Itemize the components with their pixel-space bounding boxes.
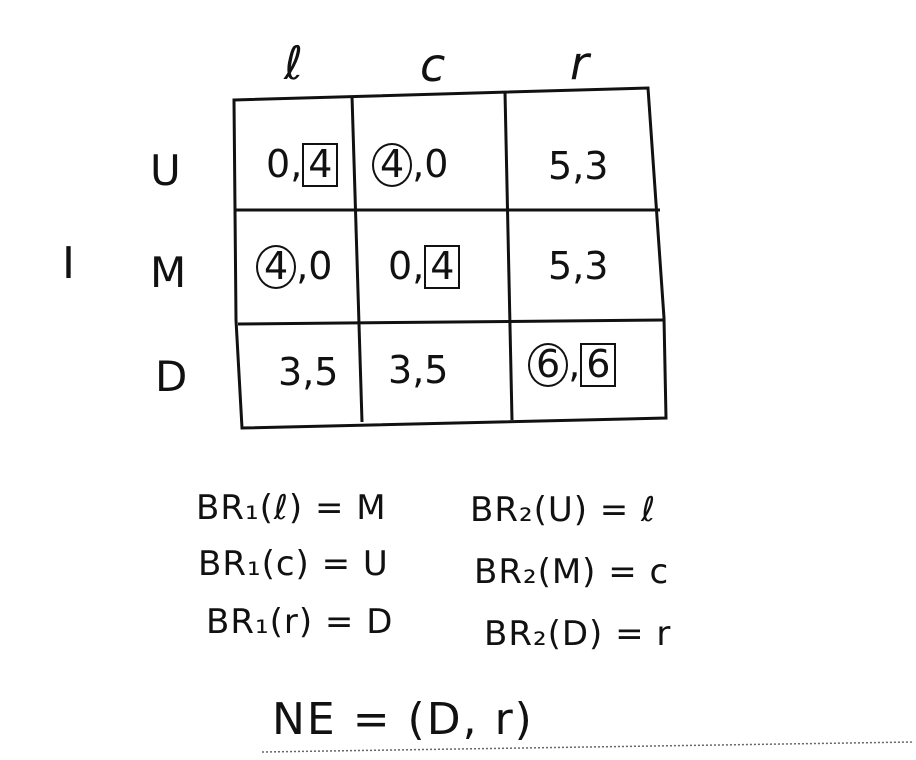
payoff-p1: 3: [278, 350, 303, 394]
payoff-p2: 0: [424, 142, 449, 186]
payoff-cell-d-l: 3,5: [278, 350, 339, 394]
payoff-cell-u-l: 0,4: [266, 142, 339, 187]
grid-col-divider-2: [503, 91, 514, 421]
payoff-cell-m-l: 4,0: [256, 244, 332, 289]
payoff-cell-d-r: 6,6: [528, 342, 617, 387]
row-label-u: U: [150, 146, 181, 195]
player-1-label: I: [62, 238, 75, 289]
payoff-p2: 5: [424, 348, 449, 392]
grid-row-divider-2: [237, 318, 665, 326]
br2-line-u: BR₂(U) = ℓ: [470, 490, 657, 530]
br2-line-d: BR₂(D) = r: [484, 614, 672, 654]
payoff-p2: 3: [584, 244, 609, 288]
row-label-d: D: [155, 352, 188, 401]
column-label-c: c: [420, 38, 446, 92]
payoff-p1: 0: [266, 142, 291, 186]
payoff-p2-best-response: 4: [424, 245, 461, 289]
br1-line-c: BR₁(c) = U: [198, 544, 389, 584]
payoff-p1: 5: [548, 144, 573, 188]
payoff-cell-u-r: 5,3: [548, 144, 609, 188]
payoff-p1-best-response: 4: [372, 143, 413, 187]
payoff-p1-best-response: 6: [528, 343, 569, 387]
column-label-r: r: [570, 36, 589, 90]
br2-line-m: BR₂(M) = c: [474, 552, 670, 592]
payoff-p1-best-response: 4: [256, 245, 297, 289]
payoff-p1: 3: [388, 348, 413, 392]
payoff-p1: 0: [388, 244, 413, 288]
br1-line-l: BR₁(ℓ) = M: [196, 488, 387, 528]
row-label-m: M: [150, 248, 187, 297]
nash-equilibrium: NE = (D, r): [272, 694, 534, 745]
payoff-p2: 3: [584, 144, 609, 188]
payoff-cell-m-c: 0,4: [388, 244, 461, 289]
column-label-l: ℓ: [284, 36, 304, 90]
payoff-p2-best-response: 4: [302, 143, 339, 187]
payoff-cell-u-c: 4,0: [372, 142, 448, 187]
payoff-p2: 0: [308, 244, 333, 288]
payoff-p2: 5: [314, 350, 339, 394]
payoff-p2-best-response: 6: [580, 343, 617, 387]
grid-outline: [232, 86, 668, 430]
payoff-p1: 5: [548, 244, 573, 288]
payoff-cell-d-c: 3,5: [388, 348, 449, 392]
br1-line-r: BR₁(r) = D: [206, 602, 394, 642]
payoff-cell-m-r: 5,3: [548, 244, 609, 288]
grid-col-divider-1: [350, 95, 364, 423]
